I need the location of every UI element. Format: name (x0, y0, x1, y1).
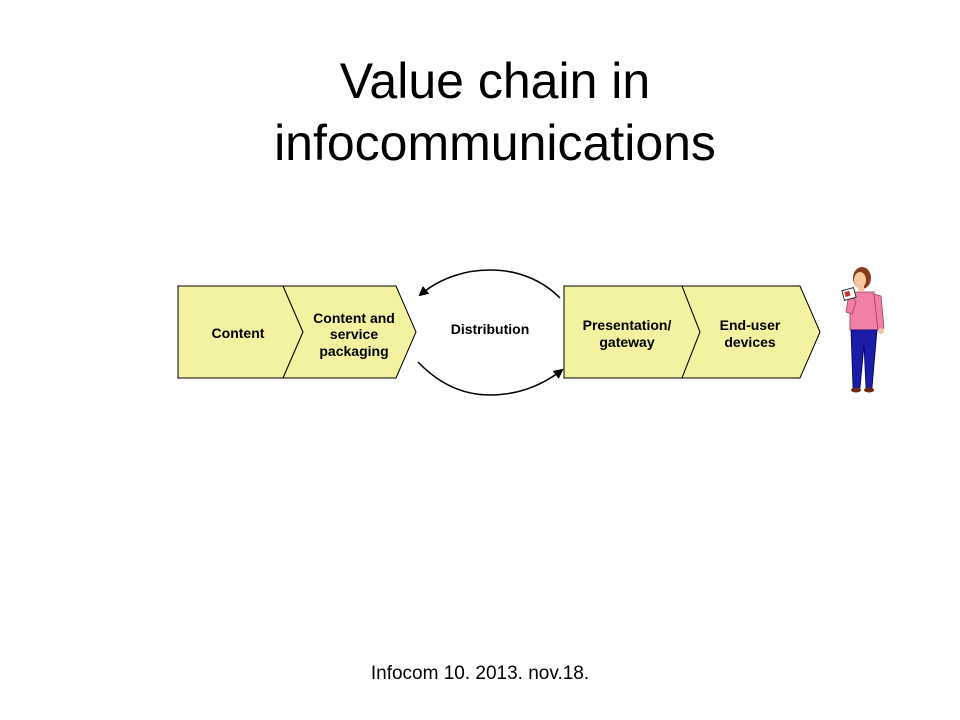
stage-packaging-line-3: packaging (319, 343, 388, 359)
stage-end-user-line-2: devices (724, 334, 776, 350)
stage-packaging-line-1: Content and (313, 310, 395, 326)
stage-presentation-line-1: Presentation/ (583, 317, 672, 333)
page-title: Value chain in infocommunications (0, 50, 960, 174)
title-line-1: Value chain in (339, 53, 651, 109)
distribution-loop-bottom-arrow (417, 361, 564, 396)
stage-packaging: Content and service packaging (282, 285, 417, 379)
title-line-2: infocommunications (274, 115, 716, 171)
footer-text: Infocom 10. 2013. nov.18. (370, 663, 590, 684)
distribution-loop-top-arrow (418, 269, 561, 299)
stage-presentation-line-2: gateway (599, 334, 654, 350)
stage-packaging-line-2: service (330, 326, 378, 342)
stage-presentation: Presentation/ gateway (563, 285, 701, 379)
stage-end-user: End-user devices (681, 285, 821, 379)
stage-content-label: Content (212, 325, 265, 341)
stage-distribution-label: Distribution (451, 321, 530, 337)
stage-end-user-line-1: End-user (720, 317, 781, 333)
stage-content: Content (177, 285, 304, 379)
person-icon (841, 267, 885, 393)
